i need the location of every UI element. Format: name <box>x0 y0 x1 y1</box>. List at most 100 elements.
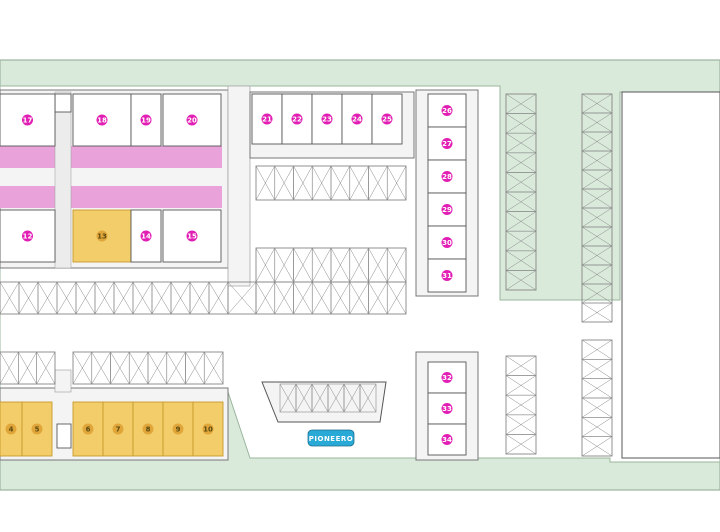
storage-unit-24[interactable]: 24 <box>341 93 373 145</box>
parking-stall <box>36 351 56 385</box>
parking-stall <box>227 281 257 315</box>
stall-diagonal <box>505 93 537 114</box>
stall-diagonal <box>505 394 537 416</box>
storage-unit-27[interactable]: 27 <box>427 126 467 161</box>
kiosk-parking <box>279 383 377 413</box>
stall-diagonal <box>505 355 537 376</box>
storage-unit-8[interactable]: 8 <box>132 401 164 457</box>
stall-diagonal <box>327 383 345 413</box>
stall-diagonal <box>368 165 388 201</box>
storage-unit-5[interactable]: 5 <box>21 401 53 457</box>
unit-number: 10 <box>203 426 213 434</box>
stall-diagonal <box>343 383 361 413</box>
storage-unit-23[interactable]: 23 <box>311 93 343 145</box>
stall-diagonal <box>166 351 186 385</box>
storage-unit-15[interactable]: 15 <box>162 209 222 263</box>
unit-badge <box>142 423 154 435</box>
storage-unit-32[interactable]: 32 <box>427 361 467 394</box>
parking-row <box>581 339 613 457</box>
storage-unit-33[interactable]: 33 <box>427 392 467 425</box>
storage-unit-13[interactable]: 13 <box>72 209 132 263</box>
stall-diagonal <box>330 281 350 315</box>
stall-diagonal <box>581 169 613 190</box>
storage-unit-34[interactable]: 34 <box>427 423 467 456</box>
units-group-12-15: 12 13 14 15 <box>0 209 222 263</box>
unit-number: 8 <box>146 426 151 434</box>
storage-unit-31[interactable]: 31 <box>427 258 467 293</box>
unit-number: 29 <box>442 206 452 214</box>
corridor-vertical <box>54 91 72 269</box>
stall-diagonal <box>581 207 613 228</box>
unit-badge <box>31 423 43 435</box>
storage-unit-20[interactable]: 20 <box>162 93 222 147</box>
parking-row <box>72 351 224 385</box>
stall-diagonal <box>312 281 332 315</box>
stall-diagonal <box>581 417 613 437</box>
stall-diagonal <box>505 113 537 134</box>
storage-unit-26[interactable]: 26 <box>427 93 467 128</box>
unit-number: 30 <box>442 239 452 247</box>
storage-unit-17[interactable]: 17 <box>0 93 56 147</box>
stall-diagonal <box>387 281 407 315</box>
stall-diagonal <box>505 250 537 271</box>
stall-diagonal <box>312 247 332 283</box>
unit-box <box>371 93 403 145</box>
stall-diagonal <box>505 434 537 455</box>
parking-row <box>227 281 257 315</box>
unit-badge <box>441 372 453 383</box>
unit-number: 34 <box>442 436 452 444</box>
stall-diagonal <box>113 281 134 315</box>
unit-badge <box>5 423 17 435</box>
stall-diagonal <box>505 211 537 232</box>
stall-diagonal <box>255 165 275 201</box>
storage-unit-19[interactable]: 19 <box>130 93 162 147</box>
stall-diagonal <box>293 281 313 315</box>
stall-diagonal <box>505 172 537 193</box>
stall-diagonal <box>0 351 19 385</box>
storage-unit-4[interactable]: 4 <box>0 401 23 457</box>
parking-row <box>505 93 537 291</box>
storage-unit-9[interactable]: 9 <box>162 401 194 457</box>
unit-badge <box>441 270 453 281</box>
unit-badge <box>82 423 94 435</box>
storage-unit-10[interactable]: 10 <box>192 401 224 457</box>
stall-diagonal <box>0 281 20 315</box>
stall-diagonal <box>255 281 275 315</box>
storage-unit-12[interactable]: 12 <box>0 209 56 263</box>
stall-diagonal <box>37 281 58 315</box>
parking-stall <box>203 351 224 385</box>
storage-unit-25[interactable]: 25 <box>371 93 403 145</box>
stall-diagonal <box>293 247 313 283</box>
unit-number: 24 <box>352 116 362 124</box>
storage-unit-28[interactable]: 28 <box>427 159 467 194</box>
unit-number: 15 <box>187 233 197 241</box>
unit-number: 18 <box>97 117 107 125</box>
right-building <box>621 91 720 459</box>
stall-diagonal <box>312 165 332 201</box>
stall-diagonal <box>581 283 613 304</box>
unit-number: 12 <box>23 233 33 241</box>
unit-number: 9 <box>176 426 181 434</box>
storage-unit-14[interactable]: 14 <box>130 209 162 263</box>
stall-diagonal <box>368 247 388 283</box>
unit-badge <box>441 237 453 248</box>
unit-number: 22 <box>292 116 302 124</box>
stall-diagonal <box>581 378 613 399</box>
storage-unit-30[interactable]: 30 <box>427 225 467 260</box>
stall-diagonal <box>505 230 537 252</box>
unit-number: 6 <box>86 426 91 434</box>
unit-number: 32 <box>442 374 452 382</box>
unit-number: 17 <box>23 117 33 125</box>
stall-diagonal <box>94 281 115 315</box>
stall-diagonal <box>581 150 613 171</box>
storage-unit-18[interactable]: 18 <box>72 93 132 147</box>
unit-number: 14 <box>141 233 151 241</box>
stall-diagonal <box>505 132 537 154</box>
storage-unit-7[interactable]: 7 <box>102 401 134 457</box>
storage-unit-22[interactable]: 22 <box>281 93 313 145</box>
storage-unit-29[interactable]: 29 <box>427 192 467 227</box>
storage-unit-21[interactable]: 21 <box>251 93 283 145</box>
unit-badge <box>441 171 453 182</box>
storage-unit-6[interactable]: 6 <box>72 401 104 457</box>
